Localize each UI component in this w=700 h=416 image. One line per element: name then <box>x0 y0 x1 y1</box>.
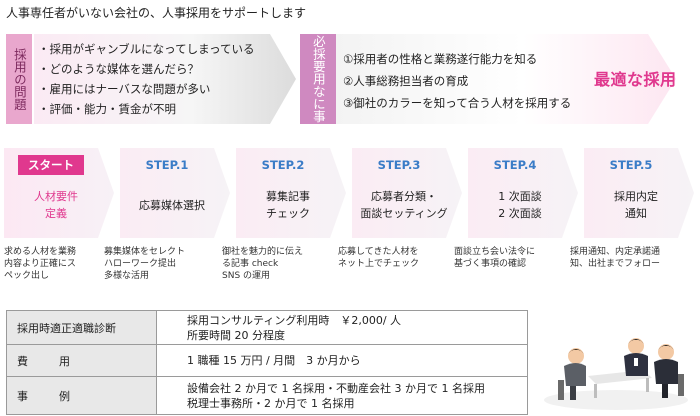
step-description: 御社を魅力的に伝え る記事 check SNS の運用 <box>222 246 328 282</box>
step-description-line: 求める人材を業務 <box>4 247 77 257</box>
table-value-cell: 採用コンサルティング利用時 ￥2,000/ 人 所要時間 20 分程度 <box>156 310 528 345</box>
step-description-line: SNS の運用 <box>222 271 271 281</box>
step-name: 募集記事 チェック <box>240 182 336 228</box>
table-value-line: 1 職種 15 万円 / 月間 3 か月から <box>187 354 361 367</box>
table-value-line: 設備会社 2 か月で 1 名採用・不動産会社 3 か月で 1 名採用 <box>187 381 485 395</box>
step-description: 求める人材を業務 内容より正確にス ペック出し <box>4 246 110 282</box>
step-name-line: 応募媒体選択 <box>139 198 205 212</box>
step-name-line: 面談セッティング <box>360 207 448 220</box>
step-description-line: 面談立ち会い法令に <box>454 247 536 257</box>
table-value-cell: 1 職種 15 万円 / 月間 3 か月から <box>156 344 528 377</box>
table-header-cell: 費 用 <box>6 344 157 377</box>
solution-label: 必採要用なに事 <box>300 34 336 124</box>
meeting-icon <box>544 338 688 410</box>
step-description-line: 応募してきた人材を <box>338 247 419 257</box>
table-value-cell: 設備会社 2 か月で 1 名採用・不動産会社 3 か月で 1 名採用 税理士事務… <box>156 376 528 415</box>
problem-label: 採用の問題 <box>6 34 32 124</box>
step-description-line: ペック出し <box>4 271 50 281</box>
table-header-cell: 事 例 <box>6 376 157 415</box>
step-chevron <box>468 148 578 238</box>
step-description-line: 募集媒体をセレクト <box>104 247 186 257</box>
step-name: 人材要件 定義 <box>8 182 104 228</box>
step-badge: STEP.2 <box>261 158 305 172</box>
solution-item: ③御社のカラーを知って合う人材を採用する <box>343 96 572 110</box>
business-meeting-illustration <box>540 314 690 412</box>
step-name-line: 採用内定 <box>614 190 658 203</box>
step-badge: スタート <box>18 155 84 175</box>
table-value-line: 採用コンサルティング利用時 ￥2,000/ 人 <box>187 313 402 327</box>
solution-arrow-shape <box>336 34 676 124</box>
table-row: 事 例 設備会社 2 か月で 1 名採用・不動産会社 3 か月で 1 名採用 税… <box>6 376 528 415</box>
step-1: STEP.1 応募媒体選択 <box>120 148 230 238</box>
step-5: STEP.5 採用内定 通知 <box>584 148 694 238</box>
problem-item: 評価・能力・賃金が不明 <box>38 99 255 119</box>
step-name-line: 人材要件 <box>34 190 78 203</box>
step-name-line: 定義 <box>45 207 67 220</box>
table-row: 採用時適正適職診断 採用コンサルティング利用時 ￥2,000/ 人 所要時間 2… <box>6 310 528 345</box>
page-headline: 人事専任者がいない会社の、人事採用をサポートします <box>6 6 307 20</box>
step-3: STEP.3 応募者分類・ 面談セッティング <box>352 148 462 238</box>
table-row: 費 用 1 職種 15 万円 / 月間 3 か月から <box>6 344 528 377</box>
step-name-line: 募集記事 <box>266 190 310 203</box>
step-name: 応募媒体選択 <box>124 182 220 228</box>
solution-item: ②人事総務担当者の育成 <box>343 74 469 88</box>
step-description-line: 採用通知、内定承諾通 <box>570 247 661 257</box>
step-name-line: 通知 <box>625 207 647 220</box>
step-badge: STEP.5 <box>609 158 653 172</box>
table-header-cell: 採用時適正適職診断 <box>6 310 157 345</box>
step-description: 募集媒体をセレクト ハローワーク提出 多様な活用 <box>104 246 210 282</box>
step-chevron <box>584 148 694 238</box>
step-2: STEP.2 募集記事 チェック <box>236 148 346 238</box>
step-chevron <box>120 148 230 238</box>
problem-item: 採用がギャンブルになってしまっている <box>38 39 255 59</box>
problem-list: 採用がギャンブルになってしまっている どのような媒体を選んだら？ 雇用にはナーバ… <box>38 39 255 119</box>
table-value-line: 税理士事務所・2 か月で 1 名採用 <box>187 396 355 410</box>
step-name-line: 2 次面談 <box>498 207 542 220</box>
step-badge: STEP.4 <box>493 158 537 172</box>
step-description-line: 御社を魅力的に伝え <box>222 247 304 257</box>
step-description-line: ネット上でチェック <box>338 259 420 269</box>
step-name-line: 応募者分類・ <box>371 190 437 203</box>
step-start: スタート 人材要件 定義 <box>4 148 114 238</box>
step-name-line: 1 次面談 <box>498 190 542 203</box>
problem-item: 雇用にはナーバスな問題が多い <box>38 79 255 99</box>
step-name: 採用内定 通知 <box>588 182 684 228</box>
service-info-table: 採用時適正適職診断 採用コンサルティング利用時 ￥2,000/ 人 所要時間 2… <box>6 310 528 415</box>
step-name: 1 次面談 2 次面談 <box>472 182 568 228</box>
solution-list: ①採用者の性格と業務遂行能力を知る ②人事総務担当者の育成 ③御社のカラーを知っ… <box>343 48 571 114</box>
step-description-line: る記事 check <box>222 259 279 269</box>
step-badge: STEP.1 <box>145 158 189 172</box>
step-name-line: チェック <box>266 207 310 220</box>
step-4: STEP.4 1 次面談 2 次面談 <box>468 148 578 238</box>
problem-item: どのような媒体を選んだら？ <box>38 59 255 79</box>
step-chevron <box>352 148 462 238</box>
solution-item: ①採用者の性格と業務遂行能力を知る <box>343 52 538 66</box>
step-description-line: 知、出社までフォロー <box>570 259 661 269</box>
step-description: 応募してきた人材を ネット上でチェック <box>338 246 444 270</box>
step-badge: STEP.3 <box>377 158 421 172</box>
step-description-line: 基づく事項の確認 <box>454 259 527 269</box>
step-name: 応募者分類・ 面談セッティング <box>356 182 452 228</box>
step-description-line: ハローワーク提出 <box>104 259 177 269</box>
result-title: 最適な採用 <box>594 70 677 89</box>
table-value-line: 所要時間 20 分程度 <box>187 328 285 342</box>
step-description: 面談立ち会い法令に 基づく事項の確認 <box>454 246 560 270</box>
step-description-line: 内容より正確にス <box>4 259 76 269</box>
step-description: 採用通知、内定承諾通 知、出社までフォロー <box>570 246 676 270</box>
solution-arrow-band <box>336 34 676 124</box>
step-chevron <box>236 148 346 238</box>
step-description-line: 多様な活用 <box>104 271 150 281</box>
